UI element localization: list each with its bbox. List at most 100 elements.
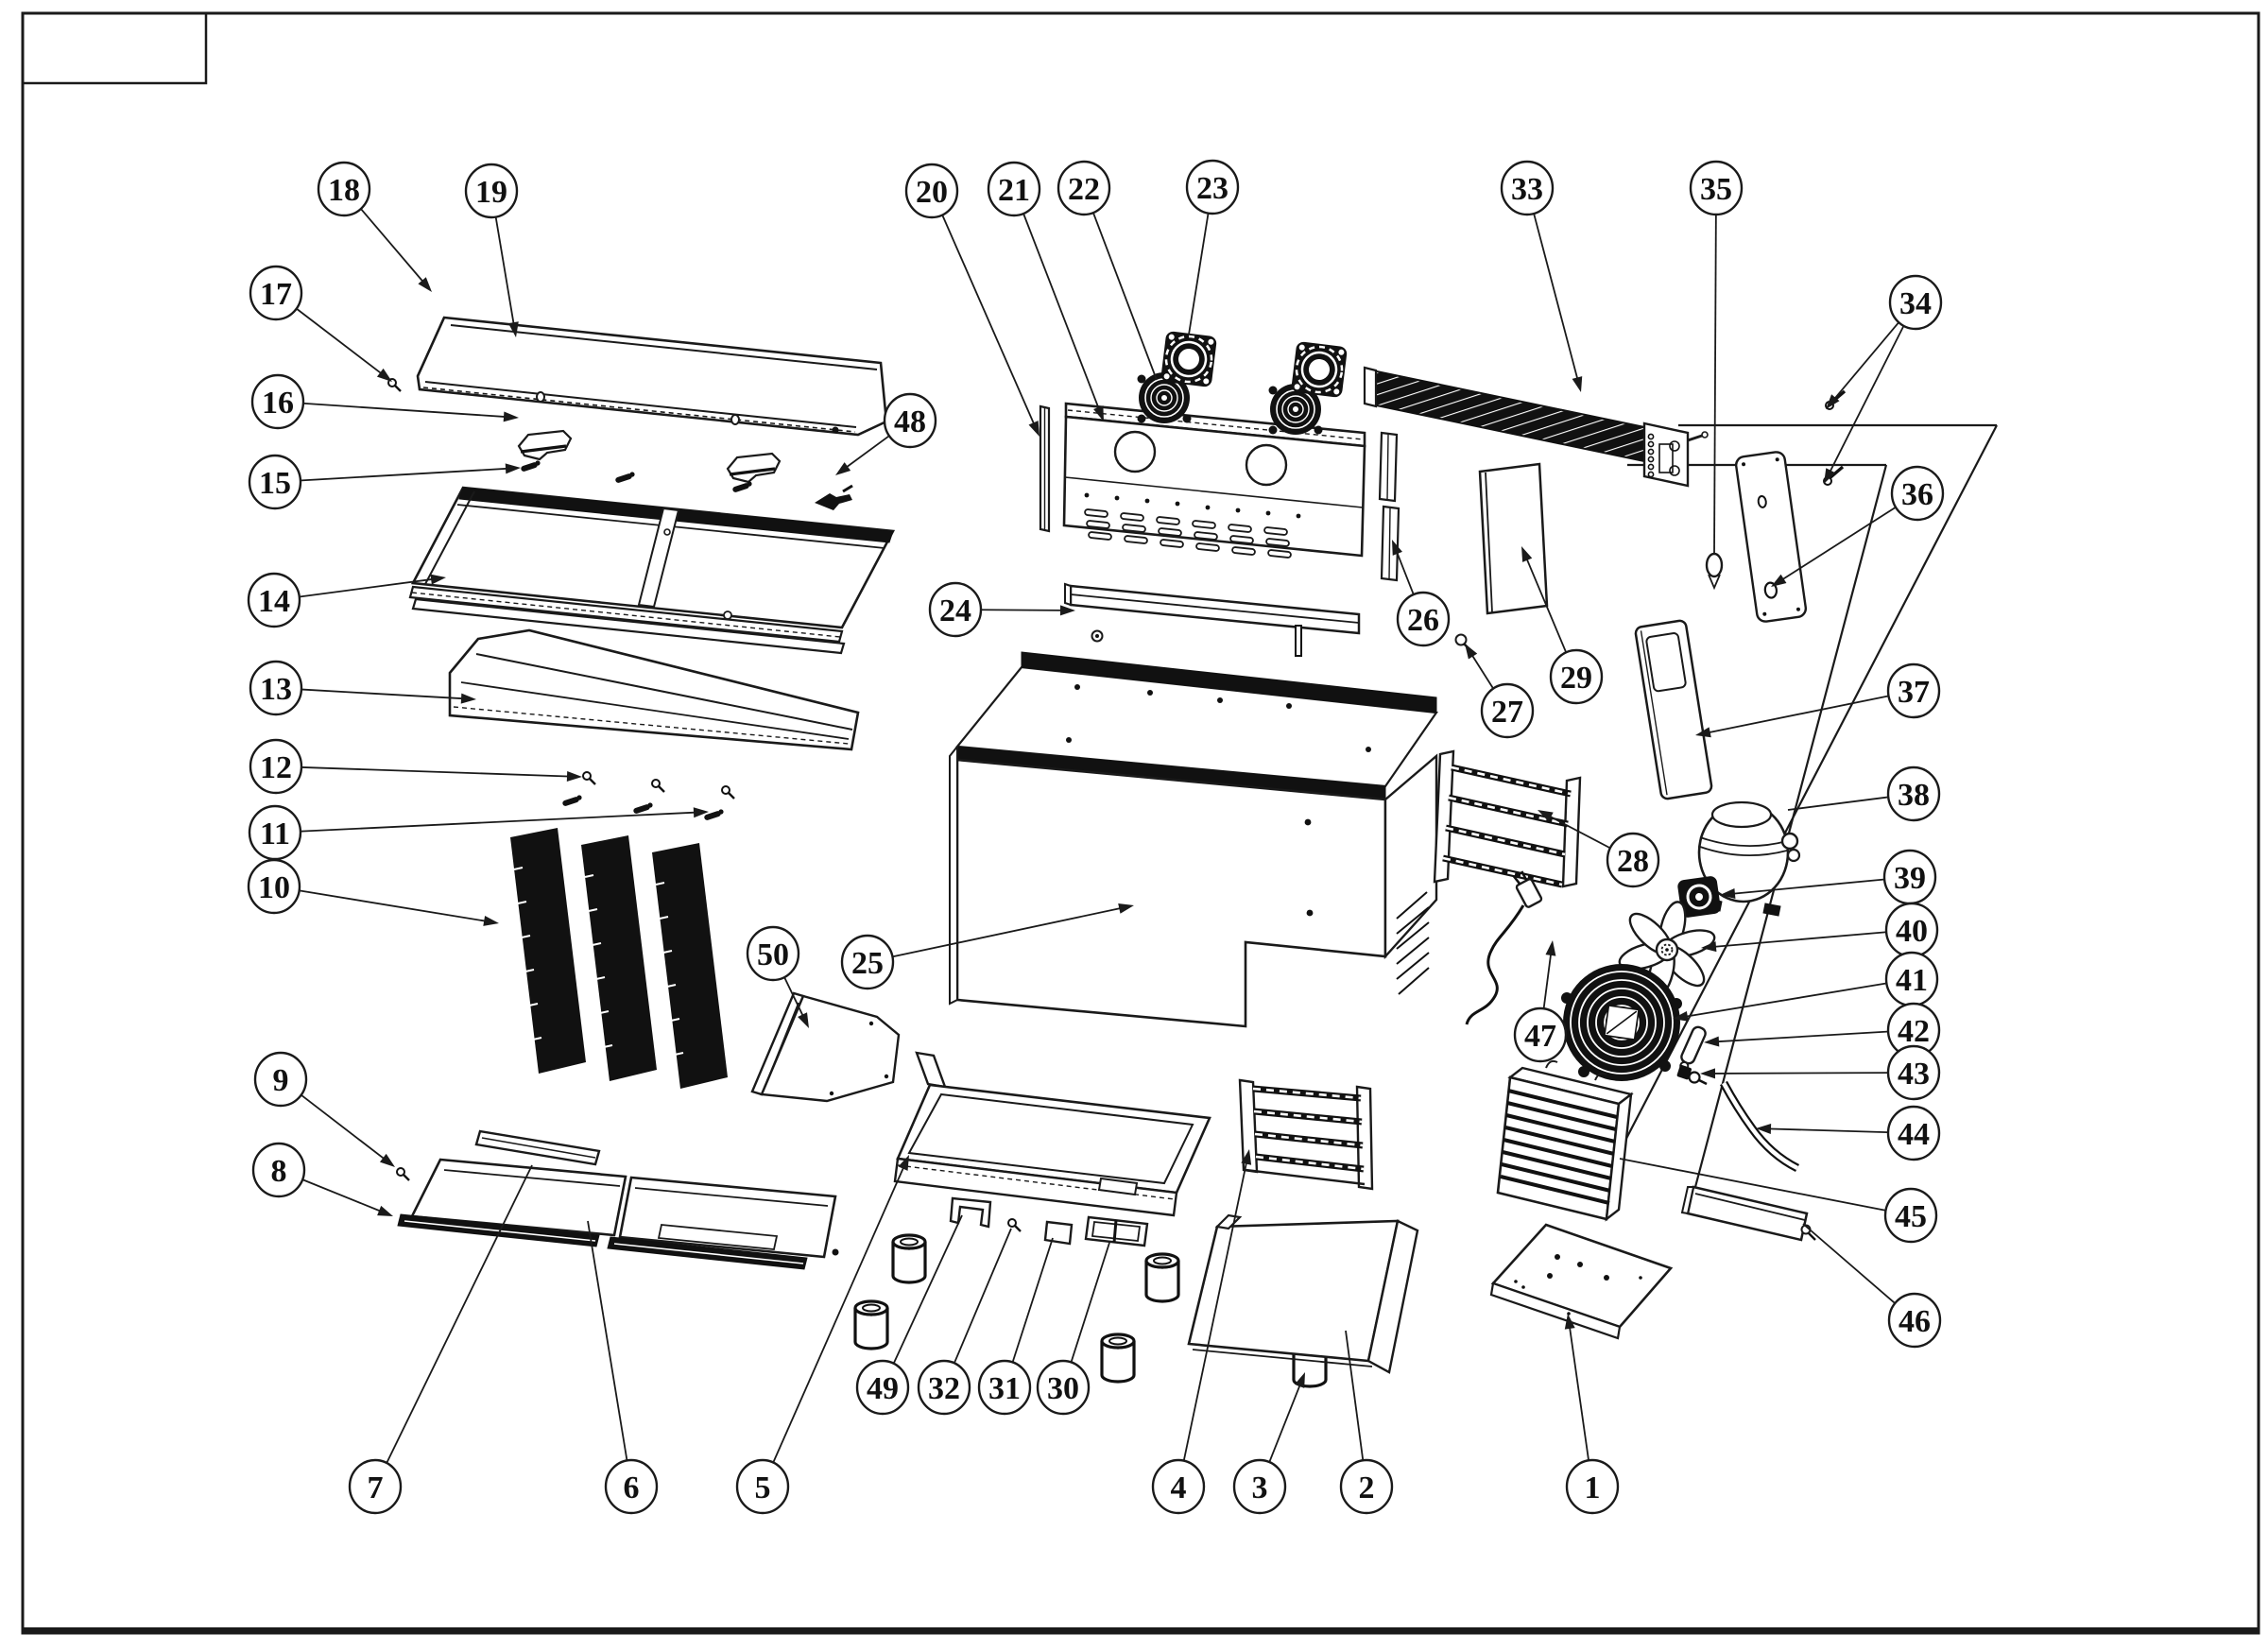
balloon-number-46: 46 <box>1899 1304 1931 1339</box>
leader-arrow-36 <box>1771 574 1787 587</box>
clip-31-icon <box>1043 1220 1074 1246</box>
leader-line-45 <box>1619 1158 1885 1212</box>
balloon-number-36: 36 <box>1901 477 1933 512</box>
balloon-29 <box>1549 648 1604 705</box>
drawing-border <box>21 11 2260 1635</box>
leader-arrow-12 <box>566 770 582 782</box>
balloon-number-39: 39 <box>1894 861 1926 896</box>
leader-line-9 <box>301 1094 387 1161</box>
balloon-number-4: 4 <box>1171 1470 1187 1505</box>
balloon-23 <box>1185 159 1240 215</box>
drain-pan-46 <box>1680 1185 1816 1242</box>
leader-line-21 <box>1022 213 1101 412</box>
balloon-21 <box>987 161 1041 217</box>
leader-arrow-3 <box>1294 1372 1305 1388</box>
balloon-number-5: 5 <box>755 1470 771 1505</box>
balloon-number-17: 17 <box>260 277 292 312</box>
leader-line-32 <box>954 1228 1012 1364</box>
leader-line-14 <box>300 577 436 598</box>
balloon-44 <box>1886 1105 1941 1161</box>
leader-arrow-1 <box>1564 1314 1575 1330</box>
compressor-38 <box>1697 800 1801 917</box>
condenser-coil-33 <box>1363 366 1709 488</box>
balloon-28 <box>1606 832 1660 888</box>
balloon-number-35: 35 <box>1700 172 1732 207</box>
balloon-33 <box>1500 160 1555 216</box>
cabinet-body <box>949 651 1438 1028</box>
balloon-3 <box>1232 1458 1287 1515</box>
bolt-48-icon <box>815 484 853 510</box>
leader-arrow-11 <box>693 807 709 818</box>
balloon-number-50: 50 <box>757 937 789 972</box>
leader-arrow-16 <box>503 411 519 422</box>
leader-arrow-26 <box>1392 540 1402 556</box>
leader-line-31 <box>1011 1237 1054 1363</box>
overload-protector-39 <box>1677 876 1721 918</box>
fan-guard-ring-41 <box>1561 964 1682 1081</box>
leader-arrow-43 <box>1700 1068 1716 1079</box>
balloon-number-12: 12 <box>260 750 292 785</box>
leader-arrow-25 <box>1118 903 1134 914</box>
latch-16b-icon <box>726 452 782 484</box>
balloon-50 <box>746 925 800 982</box>
leader-arrow-5 <box>898 1155 909 1171</box>
balloon-32 <box>917 1359 971 1416</box>
leader-arrow-37 <box>1695 727 1711 738</box>
balloon-number-6: 6 <box>624 1470 640 1505</box>
balloon-46 <box>1887 1292 1942 1349</box>
balloon-48 <box>883 392 937 449</box>
balloon-number-10: 10 <box>258 870 290 905</box>
leader-arrow-17 <box>376 368 392 382</box>
balloon-number-38: 38 <box>1898 778 1930 813</box>
leader-line-28 <box>1547 814 1610 849</box>
balloon-14 <box>247 572 301 628</box>
leader-line-4 <box>1182 1160 1248 1461</box>
balloon-number-37: 37 <box>1898 675 1930 710</box>
wire-grid-28 <box>1433 749 1582 888</box>
balloon-16 <box>250 373 305 430</box>
side-vent-icon <box>1396 891 1430 995</box>
leader-arrow-29 <box>1521 546 1533 562</box>
leader-line-44 <box>1766 1127 1888 1134</box>
leader-arrow-40 <box>1701 941 1717 953</box>
balloon-number-32: 32 <box>928 1371 960 1406</box>
clip-49-icon <box>949 1196 992 1229</box>
slide-shelf-2 <box>1187 1213 1419 1374</box>
leader-line-35 <box>1713 214 1717 555</box>
balloon-35 <box>1689 160 1744 216</box>
balloon-number-20: 20 <box>916 175 948 210</box>
balloon-number-11: 11 <box>260 817 290 851</box>
balloon-number-31: 31 <box>988 1371 1021 1406</box>
balloon-4 <box>1151 1458 1206 1515</box>
leader-line-26 <box>1395 549 1415 595</box>
balloon-number-16: 16 <box>262 386 294 421</box>
balloon-8 <box>251 1142 306 1198</box>
balloon-number-28: 28 <box>1617 844 1649 879</box>
leader-line-46 <box>1802 1223 1896 1304</box>
screw-9-icon <box>395 1166 411 1182</box>
leader-line-41 <box>1683 982 1886 1018</box>
balloon-22 <box>1057 160 1111 216</box>
balloon-number-1: 1 <box>1585 1470 1601 1505</box>
leader-line-49 <box>892 1214 963 1364</box>
balloon-number-23: 23 <box>1196 171 1228 206</box>
drain-tube-44 <box>1720 1080 1800 1173</box>
leader-line-50 <box>783 976 805 1019</box>
balloon-number-26: 26 <box>1407 603 1439 638</box>
leader-line-29 <box>1524 556 1567 653</box>
thermostat-bulb-35 <box>1705 552 1724 591</box>
leader-arrow-24 <box>1059 605 1075 616</box>
balloon-12 <box>249 738 303 795</box>
leader-line-47 <box>1542 951 1553 1009</box>
pin-15c-icon <box>731 481 752 493</box>
balloon-number-48: 48 <box>894 404 926 439</box>
balloon-number-34: 34 <box>1899 286 1932 321</box>
leader-line-15 <box>301 467 510 482</box>
leader-arrow-50 <box>798 1012 809 1028</box>
balloon-27 <box>1480 682 1535 739</box>
balloon-number-7: 7 <box>368 1470 384 1505</box>
leader-line-5 <box>772 1164 905 1463</box>
leader-arrow-42 <box>1704 1036 1720 1047</box>
valve-43 <box>1676 1064 1708 1086</box>
